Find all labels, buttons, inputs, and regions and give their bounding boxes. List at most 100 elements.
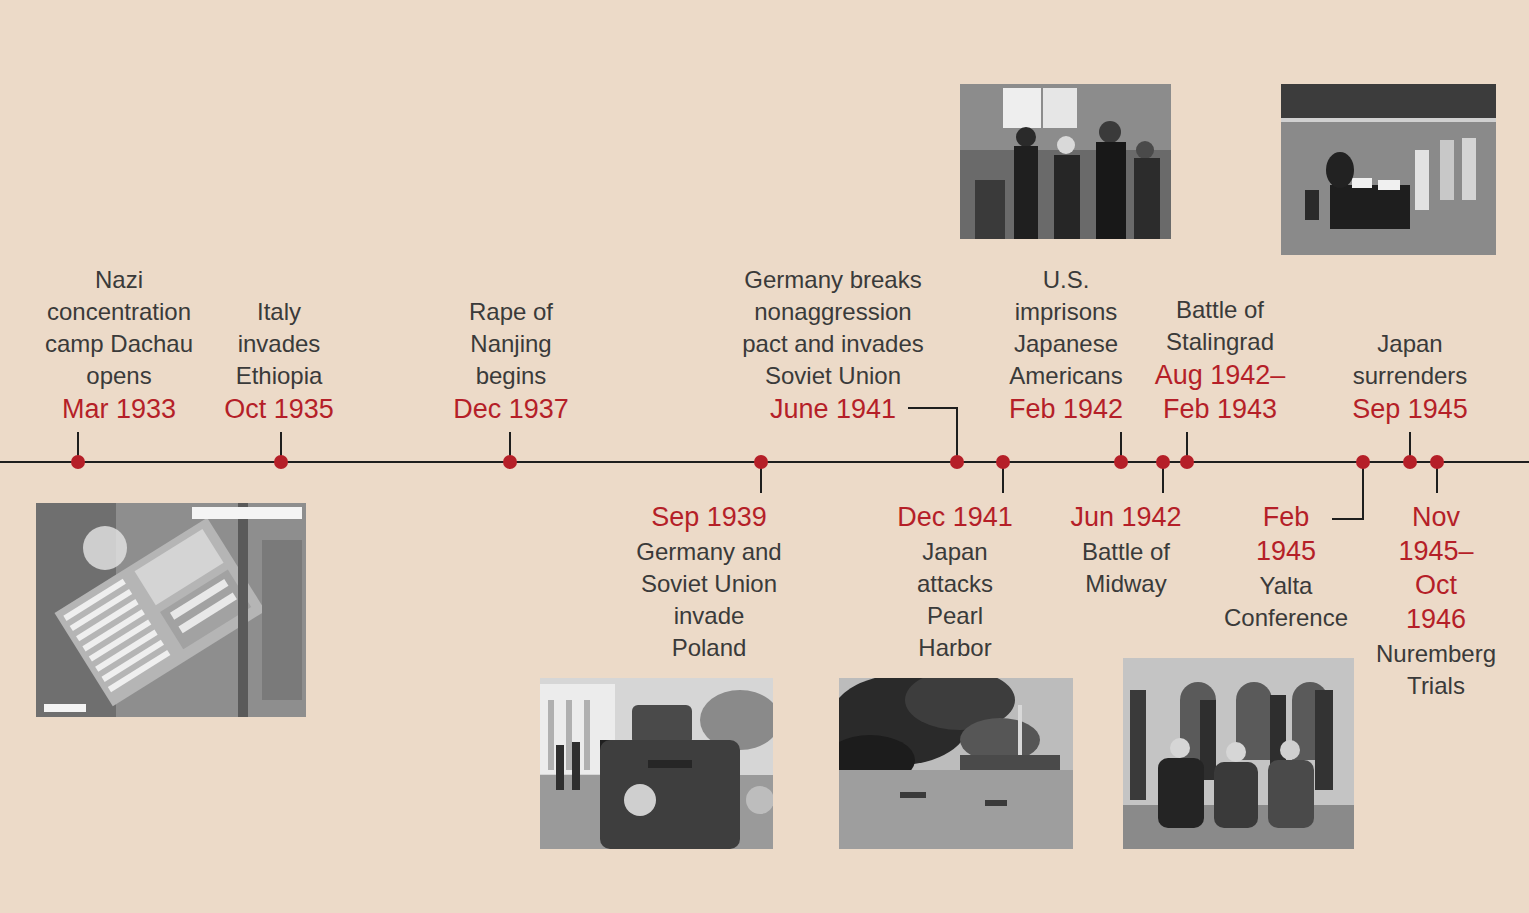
photo-figure (1134, 158, 1160, 239)
photo-ground (36, 503, 306, 717)
photo-officer (1130, 690, 1146, 800)
event-description: Nuremberg Trials (1366, 638, 1506, 702)
photo-wall (1123, 658, 1354, 849)
leader-line (1332, 462, 1363, 519)
event-date: Feb 1942 (996, 392, 1136, 426)
photo-notice (1003, 88, 1041, 128)
event-date: Oct 1935 (204, 392, 354, 426)
event-dot (754, 455, 768, 469)
photo-column (584, 700, 590, 770)
event-dot (71, 455, 85, 469)
event-date: Sep 1939 (634, 500, 784, 534)
event-dot (1156, 455, 1170, 469)
photo-rail (1281, 118, 1496, 122)
photo-deck (1281, 84, 1496, 255)
photo-figure (1415, 150, 1429, 210)
photo-figure (1014, 146, 1038, 239)
photo-wall (960, 84, 1171, 239)
photo-column (548, 700, 554, 770)
photo-column (566, 700, 572, 770)
event-description: Rape of Nanjing begins (455, 296, 567, 392)
photo-figure (1462, 138, 1476, 200)
photo-paper (1352, 178, 1372, 188)
camp-building (178, 593, 237, 634)
photo-hat (1136, 141, 1154, 159)
photo-seated-figure (1268, 760, 1314, 828)
photo-chair (1305, 190, 1319, 220)
event-description: U.S. imprisons Japanese Americans (999, 264, 1134, 392)
dachau-photo (36, 503, 306, 717)
photo-hat (1016, 127, 1036, 147)
event-date: Feb 1945 (1241, 500, 1331, 568)
photo-boat (985, 800, 1007, 806)
timeline-dots (71, 455, 1444, 469)
photo-car (975, 180, 1005, 239)
surrender-photo (1281, 84, 1496, 255)
event-description: Germany and Soviet Union invade Poland (634, 536, 784, 664)
photo-face (1280, 740, 1300, 760)
event-date: Dec 1941 (885, 500, 1025, 534)
tank-turret (632, 705, 692, 745)
photo-table (1330, 185, 1410, 229)
leader-line (908, 408, 957, 462)
event-date: Nov 1945– Oct 1946 (1393, 500, 1479, 636)
photo-boat (900, 792, 926, 798)
event-dot (274, 455, 288, 469)
photo-road (238, 503, 248, 717)
event-dot (1114, 455, 1128, 469)
internment-photo (960, 84, 1171, 239)
photo-glare (83, 526, 127, 570)
timeline-ticks (78, 432, 1437, 493)
tank-light (624, 784, 656, 816)
photo-hat (1099, 121, 1121, 143)
barrack (108, 650, 171, 692)
event-description: Germany breaks nonaggression pact and in… (733, 264, 933, 392)
photo-seated-figure (1214, 762, 1258, 828)
photo-figure (1096, 142, 1126, 239)
event-dot (503, 455, 517, 469)
photo-crowd (1281, 84, 1496, 118)
photo-face (1057, 136, 1075, 154)
camp-grounds (55, 518, 266, 707)
tank-body (600, 740, 740, 849)
ship-mast (1018, 705, 1022, 760)
photo-buildings (262, 540, 302, 700)
photo-figure (1054, 155, 1080, 239)
photo-face (1226, 742, 1246, 762)
camp-block (160, 570, 251, 650)
event-description: Japan surrenders (1340, 328, 1480, 392)
photo-face (1170, 738, 1190, 758)
photo-caption-strip (44, 704, 86, 712)
photo-street (960, 150, 1171, 239)
photo-water (839, 770, 1073, 849)
photo-notice (1043, 88, 1077, 128)
event-description: Italy invades Ethiopia (223, 296, 335, 392)
event-date: Aug 1942– Feb 1943 (1145, 358, 1295, 426)
photo-officer (1315, 690, 1333, 790)
photo-figure (556, 745, 564, 790)
poland-photo (540, 678, 773, 849)
pearl-harbor-photo (839, 678, 1073, 849)
photo-caption-strip (192, 507, 302, 519)
event-date: Mar 1933 (39, 392, 199, 426)
event-date: June 1941 (763, 392, 903, 426)
event-description: Japan attacks Pearl Harbor (899, 536, 1011, 664)
tank-slit (648, 760, 692, 768)
tank-light (746, 786, 773, 814)
camp-yard (55, 518, 266, 707)
event-description: Yalta Conference (1211, 570, 1361, 634)
event-date: Dec 1937 (436, 392, 586, 426)
photo-figure (1440, 140, 1454, 200)
event-description: Battle of Midway (1066, 536, 1186, 600)
yalta-photo (1123, 658, 1354, 849)
ship-hull (960, 755, 1060, 771)
event-description: Nazi concentration camp Dachau opens (34, 264, 204, 392)
event-dot (1430, 455, 1444, 469)
event-dot (1180, 455, 1194, 469)
photo-figure (1326, 152, 1354, 188)
event-date: Jun 1942 (1061, 500, 1191, 534)
photo-paper (1378, 180, 1400, 190)
